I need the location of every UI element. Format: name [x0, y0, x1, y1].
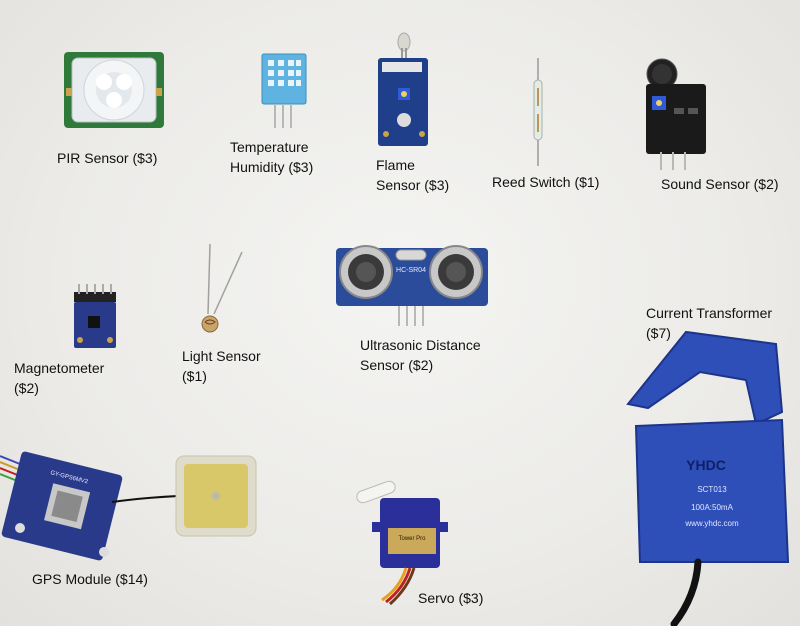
flame-sensor-label-line1: Flame [376, 157, 415, 173]
ultrasonic-sensor-image: HC-SR04 [336, 245, 488, 326]
gps-module-label: GPS Module ($14) [32, 569, 148, 589]
flame-sensor-image [378, 32, 428, 146]
gps-module-label-text: GPS Module ($14) [32, 571, 148, 587]
sound-sensor-image [646, 58, 706, 170]
servo-image: Tower Pro [356, 480, 448, 606]
flame-sensor [372, 30, 434, 148]
ultrasonic-sensor: HC-SR04 [334, 242, 490, 328]
current-transformer-image: YHDC SCT013 100A:50mA www.yhdc.com [626, 330, 790, 626]
servo-label-text: Servo ($3) [418, 590, 484, 606]
servo-label: Servo ($3) [418, 588, 483, 608]
reed-switch-label-text: Reed Switch ($1) [492, 174, 600, 190]
temperature-humidity-label: Temperature Humidity ($3) [230, 137, 313, 177]
light-sensor-image [201, 243, 243, 333]
ultrasonic-sensor-label-line1: Ultrasonic Distance [360, 337, 481, 353]
current-transformer-label-line1: Current Transformer [646, 305, 773, 321]
pir-sensor-label-text: PIR Sensor ($3) [57, 150, 158, 166]
sound-sensor-label-text: Sound Sensor ($2) [661, 176, 779, 192]
flame-sensor-label-line2: Sensor ($3) [376, 177, 450, 193]
magnetometer-label-line2: ($2) [14, 380, 39, 396]
magnetometer-label-line1: Magnetometer [14, 360, 105, 376]
ct-brand-text: YHDC [686, 457, 726, 473]
dht-sensor-image [261, 53, 307, 128]
reed-switch-label: Reed Switch ($1) [492, 172, 599, 192]
light-sensor-label: Light Sensor ($1) [182, 346, 261, 386]
current-transformer-label: Current Transformer ($7) [646, 303, 772, 343]
ultrasonic-chip-text: HC-SR04 [396, 267, 426, 274]
sound-sensor-label: Sound Sensor ($2) [661, 174, 779, 194]
reed-switch [526, 58, 550, 166]
gps-module-image: GY-GPS6MV2 [0, 451, 257, 561]
temperature-humidity-label-line2: Humidity ($3) [230, 159, 314, 175]
current-transformer-label-line2: ($7) [646, 325, 671, 341]
pir-sensor-label: PIR Sensor ($3) [57, 148, 157, 168]
flame-sensor-label: Flame Sensor ($3) [376, 155, 449, 195]
ct-rating-text: 100A:50mA [691, 503, 733, 512]
servo-brand-text: Tower Pro [398, 536, 426, 542]
servo: Tower Pro [352, 470, 452, 610]
temperature-humidity-label-line1: Temperature [230, 139, 309, 155]
sound-sensor [640, 54, 710, 172]
pir-sensor-image [64, 52, 164, 128]
magnetometer-label: Magnetometer ($2) [14, 358, 104, 398]
ultrasonic-sensor-label-line2: Sensor ($2) [360, 357, 434, 373]
light-sensor-label-line1: Light Sensor [182, 348, 261, 364]
magnetometer-image [74, 284, 116, 348]
magnetometer [70, 284, 120, 350]
light-sensor [196, 243, 246, 336]
current-transformer: YHDC SCT013 100A:50mA www.yhdc.com [626, 326, 796, 626]
reed-switch-image [533, 58, 543, 166]
ct-model-text: SCT013 [697, 485, 727, 494]
pir-sensor [62, 48, 166, 132]
ct-url-text: www.yhdc.com [684, 519, 739, 528]
dht-sensor [258, 52, 310, 130]
light-sensor-label-line2: ($1) [182, 368, 207, 384]
gps-module: GY-GPS6MV2 [0, 451, 262, 562]
ultrasonic-sensor-label: Ultrasonic Distance Sensor ($2) [360, 335, 481, 375]
